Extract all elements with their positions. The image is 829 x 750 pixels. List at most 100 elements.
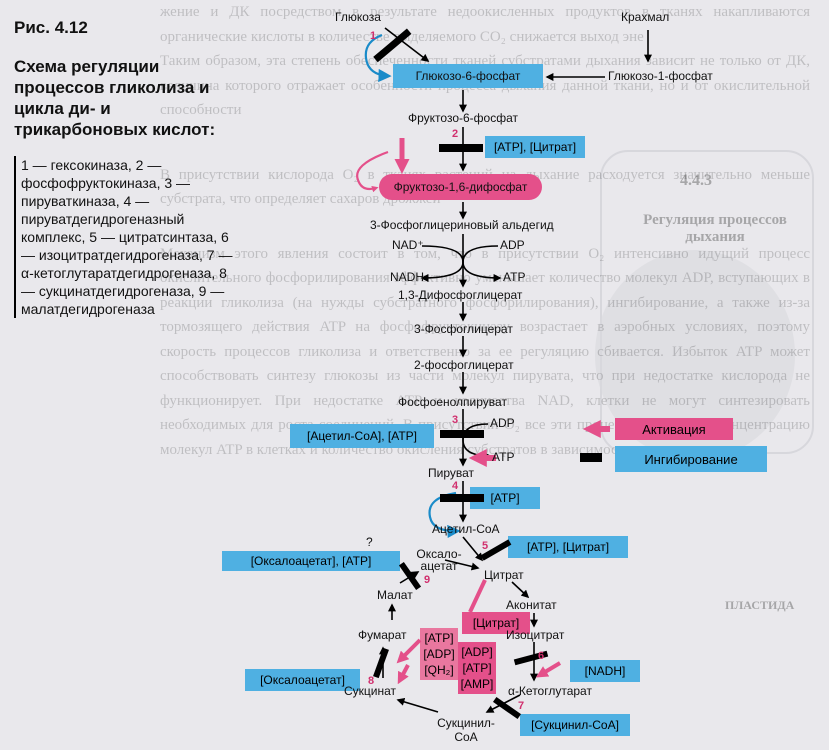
curve-adp-atp-2 xyxy=(462,423,492,460)
inhibition-bar-6 xyxy=(513,650,549,666)
metabolite-starch: Крахмал xyxy=(621,10,670,24)
figure-legend-text: 1 — гексокиназа, 2 — фосфофруктокиназа, … xyxy=(14,156,239,318)
cofactor-nad: NAD⁺ xyxy=(392,238,424,252)
legend-inhibition-label: Ингибирование xyxy=(644,451,738,467)
metabolite-akg: α-Кетоглутарат xyxy=(508,684,592,698)
inhibition-bar-4 xyxy=(440,494,484,502)
background-plastid-label: ПЛАСТИДА xyxy=(725,598,795,612)
inhibitor-adp: [ADP] xyxy=(423,647,455,661)
metabolite-pep: Фосфоенолпируват xyxy=(398,395,507,409)
legend-inhibition-box: Ингибирование xyxy=(615,446,767,472)
curve-nad-nadh xyxy=(420,245,464,282)
inhibition-bar-7 xyxy=(492,696,522,720)
activation-arrow-8 xyxy=(397,664,410,685)
metabolite-f16bp: Фруктозо-1,6-дифосфат xyxy=(393,180,528,194)
cofactor-nadh: NADH xyxy=(390,270,425,284)
arrow-citrate-aconitate xyxy=(511,581,530,599)
activator-label-citrate: [Цитрат] xyxy=(472,616,520,630)
feedback-arrow-2 xyxy=(356,150,389,193)
feedback-arrow-1 xyxy=(364,33,392,83)
enzyme-number-5: 5 xyxy=(482,540,489,552)
enzyme-number-8: 8 xyxy=(368,675,375,687)
metabolite-pg2: 2-фосфоглицерат xyxy=(414,358,514,372)
inhibition-bar-8 xyxy=(373,647,389,679)
metabolite-pyruvate: Пируват xyxy=(428,466,475,480)
inhibition-bar-3 xyxy=(440,430,484,438)
metabolite-oxaloacetate: Оксало-ацетат xyxy=(416,547,462,573)
arrow-oxaloacetate-citrate xyxy=(444,559,480,571)
regulator-box-4: [ATP] xyxy=(470,487,540,509)
enzyme-number-6: 6 xyxy=(538,650,545,662)
cofactor-atp-2: ATP xyxy=(492,450,515,464)
metabolite-malate: Малат xyxy=(377,588,413,602)
cofactor-adp-1: ADP xyxy=(500,238,525,252)
enzyme-number-9: 9 xyxy=(424,574,431,586)
cofactor-atp-1: ATP xyxy=(503,270,526,284)
activator-box-citrate: [Цитрат] xyxy=(462,612,530,634)
arrow-glucose-g6p xyxy=(384,27,430,62)
activator-stack: [ADP] [ATP] [AMP] xyxy=(458,642,496,694)
inhibitor-qh2: [QH₂] xyxy=(424,663,454,677)
metabolite-g6p: Глюкозо-6-фосфат xyxy=(415,69,521,83)
legend-inhibition-bar xyxy=(580,453,602,462)
citrate-link xyxy=(468,579,487,613)
enzyme-number-1: 1 xyxy=(370,30,377,42)
metabolite-gap: 3-Фосфоглицериновый альдегид xyxy=(370,218,554,232)
regulator-box-7: [Сукцинил-CoA] xyxy=(520,714,630,736)
regulator-box-8: [Оксалоацетат] xyxy=(245,669,360,691)
activation-arrow-6 xyxy=(535,661,562,678)
metabolite-pg3: 3-Фосфоглицерат xyxy=(414,322,513,336)
regulator-label-8: [Оксалоацетат] xyxy=(260,673,345,687)
metabolite-citrate: Цитрат xyxy=(484,568,524,582)
figure-caption: Рис. 4.12 Схема регуляции процессов глик… xyxy=(14,18,239,318)
activator-atp: [ATP] xyxy=(462,661,492,675)
enzyme-number-4: 4 xyxy=(452,480,459,492)
regulator-label-5: [ATP], [Цитрат] xyxy=(526,540,610,554)
activator-adp: [ADP] xyxy=(461,645,493,659)
metabolite-isocitrate: Изоцитрат xyxy=(506,628,565,642)
regulator-label-9: [Оксалоацетат], [ATP] xyxy=(250,554,372,568)
f16bp-box xyxy=(379,174,542,200)
metabolite-aconitate: Аконитат xyxy=(506,598,557,612)
regulator-label-4: [ATP] xyxy=(490,491,520,505)
inhibition-bar-2 xyxy=(439,144,483,152)
regulator-label-2: [ATP], [Цитрат] xyxy=(493,140,577,154)
inhibition-bar-9 xyxy=(398,561,422,591)
arrow-succinylcoa-succinate xyxy=(396,698,439,713)
metabolite-acetylcoa: Ацетил-CoA xyxy=(432,522,500,536)
figure-title: Схема регуляции процессов гликолиза и ци… xyxy=(14,57,216,139)
regulator-label-7: [Сукцинил-CoA] xyxy=(531,718,619,732)
metabolite-fumarate: Фумарат xyxy=(358,628,407,642)
g6p-box xyxy=(393,64,543,88)
arrow-acetylcoa-citrate xyxy=(462,536,484,562)
regulator-label-6: [NADH] xyxy=(584,664,626,678)
metabolite-bpg: 1,3-Дифосфоглицерат xyxy=(398,288,523,302)
metabolite-glucose: Глюкоза xyxy=(335,10,381,24)
metabolite-f6p: Фруктозо-6-фосфат xyxy=(408,111,518,125)
enzyme-number-3: 3 xyxy=(452,414,459,426)
background-body-text: жение и ДК посредством в результате недо… xyxy=(160,0,810,462)
legend-activation-box: Активация xyxy=(615,418,733,440)
cofactor-adp-2: ADP xyxy=(490,416,515,430)
legend-activation-label: Активация xyxy=(642,421,706,437)
inhibitor-atp: [ATP] xyxy=(424,631,454,645)
enzyme-number-7: 7 xyxy=(518,700,525,712)
regulator-box-2: [ATP], [Цитрат] xyxy=(485,136,585,158)
curve-adp-atp-1 xyxy=(462,245,502,282)
regulator-box-6: [NADH] xyxy=(570,660,640,682)
regulator-box-5: [ATP], [Цитрат] xyxy=(508,536,628,558)
figure-label: Рис. 4.12 xyxy=(14,18,88,37)
background-paragraph: Механизм этого явления состоит в том, чт… xyxy=(160,245,810,458)
inhibitor-stack: [ATP] [ADP] [QH₂] xyxy=(420,628,458,680)
regulator-question-mark: ? xyxy=(366,535,373,549)
regulator-label-3: [Ацетил-CoA], [ATP] xyxy=(306,429,417,443)
inhibition-bar-1 xyxy=(373,28,412,63)
metabolite-g1p: Глюкозо-1-фосфат xyxy=(608,69,713,83)
metabolite-succinylcoa: Сукцинил-CoA xyxy=(437,716,495,744)
inhibitor-link-8 xyxy=(396,638,422,664)
metabolite-succinate: Сукцинат xyxy=(344,684,397,698)
inhibition-bar-5 xyxy=(480,539,512,561)
background-section-heading: Регуляция процессов дыхания xyxy=(643,212,787,245)
